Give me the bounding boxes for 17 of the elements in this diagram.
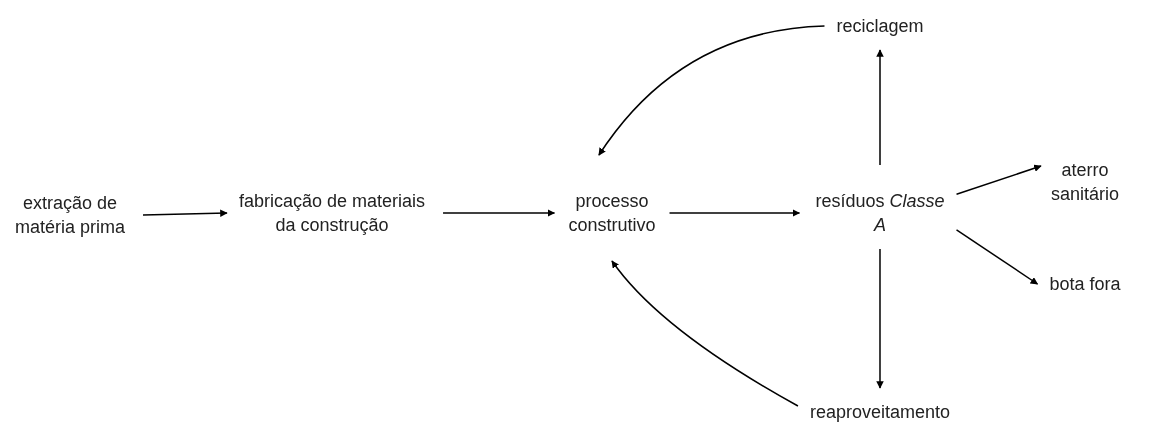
arrow <box>611 260 799 407</box>
node-label: aterro sanitário <box>1049 159 1120 206</box>
arrow <box>955 229 1039 285</box>
node-label: bota fora <box>1048 273 1122 296</box>
arrow <box>876 49 884 166</box>
node-label: processo construtivo <box>567 190 657 237</box>
node-label: fabricação de materiais da construção <box>237 190 427 237</box>
arrow <box>598 25 826 156</box>
node-label: reciclagem <box>835 15 925 38</box>
arrow <box>442 209 556 217</box>
arrow <box>142 209 228 217</box>
arrow <box>668 209 801 217</box>
node-label: resíduos Classe A <box>815 190 945 237</box>
arrow <box>955 164 1042 195</box>
node-label: reaproveitamento <box>808 401 952 424</box>
arrow <box>876 248 884 389</box>
node-label: extração de matéria prima <box>14 192 126 239</box>
